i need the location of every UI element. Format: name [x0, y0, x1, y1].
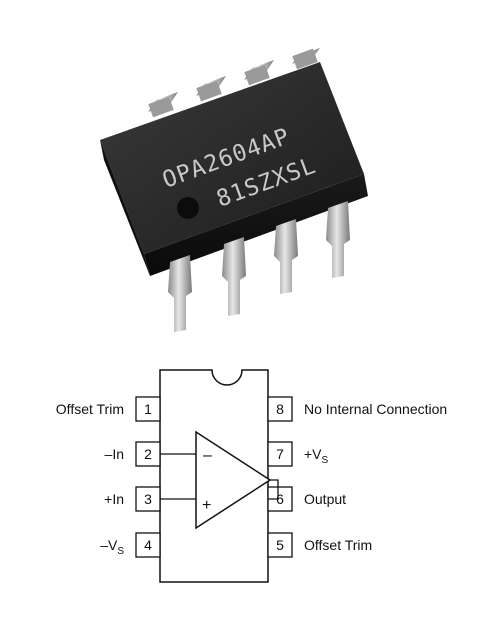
noninverting-sign: + [202, 497, 211, 514]
chip-photo: OPA2604AP 81SZXSL [100, 48, 368, 332]
pin1-dot [177, 197, 199, 219]
back-pins [148, 48, 320, 118]
pin-label-2: –In [105, 446, 124, 462]
pin-label-7: +VS [304, 446, 329, 466]
pin-number-6: 6 [276, 491, 284, 507]
pin-number-1: 1 [144, 401, 152, 417]
pin-label-5: Offset Trim [304, 537, 372, 553]
pin-label-3: +In [104, 491, 124, 507]
inverting-sign: – [203, 447, 212, 464]
pin-number-5: 5 [276, 537, 284, 553]
pin-number-7: 7 [276, 446, 284, 462]
left-pin-boxes [135, 396, 161, 558]
pin-number-3: 3 [144, 491, 152, 507]
package-outline [159, 369, 269, 583]
pin-label-8: No Internal Connection [304, 401, 447, 417]
pinout-diagram: 1 2 3 4 8 7 6 5 Offset Trim –In +In –VS … [56, 369, 447, 583]
chip-body: OPA2604AP 81SZXSL [100, 62, 368, 276]
pin-label-4: –VS [100, 537, 124, 557]
pin-number-4: 4 [144, 537, 152, 553]
right-pin-boxes [267, 396, 293, 558]
pin-label-1: Offset Trim [56, 401, 124, 417]
pin-number-8: 8 [276, 401, 284, 417]
pin-label-6: Output [304, 491, 346, 507]
front-pins [168, 201, 350, 332]
output-wire [268, 479, 279, 500]
opamp-triangle [195, 430, 272, 530]
pin-number-2: 2 [144, 446, 152, 462]
